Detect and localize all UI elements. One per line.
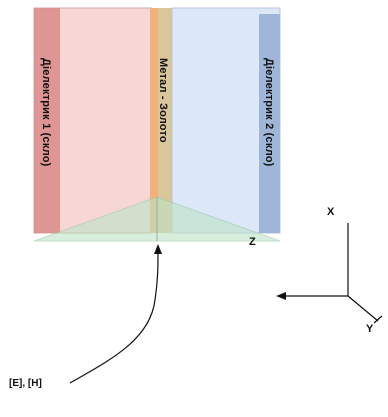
y-axis-tick — [373, 315, 383, 324]
dielectric-1-stripe — [34, 8, 60, 233]
axis-y-label: Y — [366, 323, 374, 335]
dielectric-1-label: Діелектрик 1 (скло) — [40, 58, 52, 167]
dielectric-2-label: Діелектрик 2 (скло) — [263, 58, 275, 167]
z-axis-arrowhead — [276, 292, 286, 300]
axis-z-label: Z — [249, 236, 256, 248]
field-label: [E], [H] — [9, 378, 42, 389]
metal-gold-layer — [158, 8, 172, 233]
y-axis-line — [347, 295, 379, 322]
dielectric-2-stripe — [259, 14, 280, 233]
field-arrow-curve — [69, 251, 159, 384]
metal-orange-stripe — [150, 8, 158, 233]
field-arrow-head — [154, 244, 162, 254]
axis-x-label: X — [327, 206, 335, 218]
metal-label: Метал - Золото — [157, 58, 169, 143]
